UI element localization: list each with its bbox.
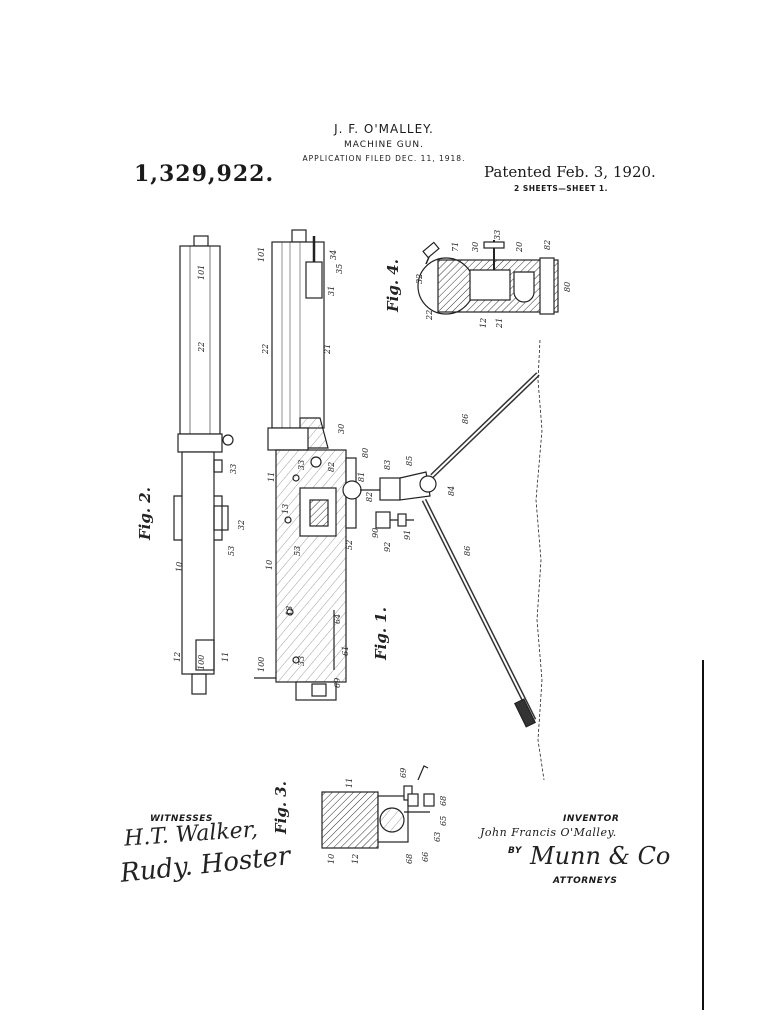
figure-3-drawing (321, 765, 435, 849)
ref-label: 52 (345, 540, 354, 550)
ref-label: 33 (493, 230, 502, 240)
ref-label: 30 (337, 424, 346, 434)
ref-label: 92 (383, 542, 392, 552)
ref-label: 33 (229, 464, 238, 474)
ref-label: 84 (447, 486, 456, 496)
figure-1-drawing (254, 229, 545, 781)
ref-label: 71 (451, 242, 460, 252)
inventor-full-name: John Francis O'Malley. (480, 826, 617, 839)
ref-label: 33 (297, 656, 306, 666)
ref-label: 86 (463, 546, 472, 556)
sheet-count: 2 SHEETS—SHEET 1. (514, 184, 608, 193)
ref-label: 32 (415, 274, 424, 284)
ref-label: 22 (425, 310, 434, 321)
ref-label: 10 (327, 854, 336, 864)
ref-label: 11 (221, 652, 230, 662)
ref-label: 86 (461, 414, 470, 424)
ref-label: 81 (357, 472, 366, 482)
ref-label: 33 (297, 460, 306, 470)
witnesses-label: WITNESSES (150, 814, 213, 824)
attorney-signature: Munn & Co (530, 842, 671, 870)
ref-label: 12 (479, 318, 488, 328)
ref-label: 91 (403, 530, 412, 540)
attorneys-label: ATTORNEYS (553, 876, 618, 886)
ref-label: 68 (405, 854, 414, 864)
ref-label: 65 (439, 816, 448, 826)
ref-label: 13 (281, 504, 290, 514)
inventor-short-name: J. F. O'MALLEY. (334, 122, 434, 136)
ref-label: 53 (293, 546, 302, 556)
ref-label: 61 (341, 646, 350, 656)
ref-label: 80 (361, 448, 370, 458)
ref-label: 64 (333, 614, 342, 624)
ref-label: 90 (371, 528, 380, 538)
ref-label: 85 (405, 456, 414, 466)
ref-label: 63 (433, 832, 442, 842)
fig-4-title: Fig. 4. (384, 259, 402, 313)
ref-label: 80 (563, 282, 572, 292)
figure-2-drawing (173, 235, 234, 695)
ref-label: 21 (495, 318, 504, 329)
ref-label: 31 (327, 286, 336, 296)
patent-number: 1,329,922. (134, 161, 275, 187)
ref-label: 30 (471, 242, 480, 252)
ref-label: 13 (285, 606, 294, 616)
ref-label: 100 (257, 657, 266, 672)
scan-border-line (702, 660, 704, 1010)
ref-label: 12 (351, 854, 360, 864)
ref-label: 34 (329, 250, 338, 260)
ref-label: 69 (399, 768, 408, 778)
ref-label: 10 (265, 560, 274, 570)
application-filed: APPLICATION FILED DEC. 11, 1918. (302, 154, 466, 163)
patent-title: MACHINE GUN. (344, 140, 424, 150)
ref-label: 68 (439, 796, 448, 806)
ref-label: 101 (197, 265, 206, 280)
inventor-label: INVENTOR (563, 814, 620, 824)
ref-label: 66 (421, 852, 430, 862)
fig-3-title: Fig. 3. (272, 781, 290, 835)
ref-label: 82 (543, 240, 552, 250)
fig-2-title: Fig. 2. (136, 487, 154, 541)
figure-4-drawing (417, 240, 559, 315)
ref-label: 11 (345, 778, 354, 788)
ref-label: 53 (227, 546, 236, 556)
ref-label: 101 (257, 247, 266, 262)
ref-label: 69 (333, 678, 342, 688)
ref-label: 20 (515, 242, 524, 253)
ref-label: 82 (327, 462, 336, 472)
ref-label: 10 (175, 562, 184, 572)
ref-label: 83 (383, 460, 392, 470)
ref-label: 22 (261, 344, 270, 355)
ref-label: 12 (173, 652, 182, 662)
ref-label: 21 (323, 344, 332, 355)
ref-label: 32 (237, 520, 246, 530)
ref-label: 22 (197, 342, 206, 353)
ref-label: 100 (197, 655, 206, 670)
ref-label: 82 (365, 492, 374, 502)
ref-label: 35 (335, 264, 344, 274)
fig-1-title: Fig. 1. (372, 607, 390, 661)
by-label: BY (508, 846, 522, 856)
patented-date: Patented Feb. 3, 1920. (484, 163, 656, 181)
ref-label: 11 (267, 472, 276, 482)
